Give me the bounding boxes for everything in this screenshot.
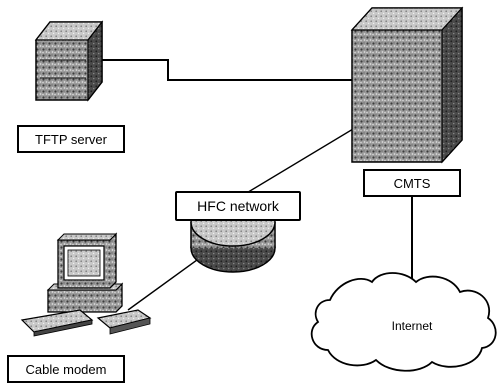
cmts-label: CMTS <box>363 169 461 197</box>
link-tftp-to-cmts <box>90 59 370 81</box>
cable-modem-label-text: Cable modem <box>26 362 107 377</box>
computer-workstation-icon <box>20 232 152 337</box>
cmts-label-text: CMTS <box>394 176 431 191</box>
hfc-network-label-text: HFC network <box>197 198 280 214</box>
tftp-server-label-text: TFTP server <box>35 132 108 147</box>
server-icon <box>34 20 104 102</box>
internet-label: Internet <box>392 319 433 333</box>
cable-modem-label: Cable modem <box>7 355 125 383</box>
cmts-server-icon <box>350 6 464 164</box>
tftp-server-label: TFTP server <box>17 125 125 153</box>
cloud-icon <box>310 272 497 372</box>
hfc-network-label: HFC network <box>175 191 301 221</box>
link-modem-to-hfc <box>127 251 209 311</box>
